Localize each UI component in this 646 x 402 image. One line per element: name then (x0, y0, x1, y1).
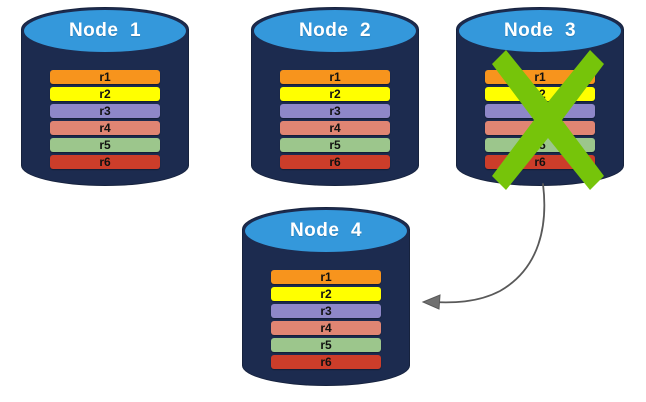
node-3-record-r1: r1 (485, 70, 595, 84)
node-1-record-r2: r2 (50, 87, 160, 101)
node-4-cylinder-top (243, 208, 409, 254)
node-2-record-r3: r3 (280, 104, 390, 118)
node-2-record-r1: r1 (280, 70, 390, 84)
node-4-record-r6: r6 (271, 355, 381, 369)
node-4-record-r2: r2 (271, 287, 381, 301)
node-1-record-r1: r1 (50, 70, 160, 84)
node-1-record-r3: r3 (50, 104, 160, 118)
node-2-record-r6: r6 (280, 155, 390, 169)
node-2-label: Node 2 (298, 20, 372, 41)
node-2-cylinder-top (252, 8, 418, 54)
node-4[interactable]: Node 4 r1 r2 r3 r4 r5 r6 (243, 208, 409, 385)
node-1-record-r4: r4 (50, 121, 160, 135)
node-4-record-r3: r3 (271, 304, 381, 318)
node-4-record-r1: r1 (271, 270, 381, 284)
node-2-records: r1 r2 r3 r4 r5 r6 (280, 70, 390, 169)
node-3-label: Node 3 (503, 20, 577, 41)
node-4-label: Node 4 (289, 220, 363, 241)
node-3-record-r3: r3 (485, 104, 595, 118)
node-4-record-r5: r5 (271, 338, 381, 352)
node-2-record-r2: r2 (280, 87, 390, 101)
node-3-record-r6: r6 (485, 155, 595, 169)
node-1-label: Node 1 (68, 20, 142, 41)
node-1-record-r5: r5 (50, 138, 160, 152)
node-2-record-r4: r4 (280, 121, 390, 135)
node-1-records: r1 r2 r3 r4 r5 r6 (50, 70, 160, 169)
node-3[interactable]: Node 3 r1 r2 r3 r4 r5 r6 (457, 8, 623, 185)
node-1[interactable]: Node 1 r1 r2 r3 r4 r5 r6 (22, 8, 188, 185)
node-3-records: r1 r2 r3 r4 r5 r6 (485, 70, 595, 169)
node-2-record-r5: r5 (280, 138, 390, 152)
node-4-record-r4: r4 (271, 321, 381, 335)
node-2[interactable]: Node 2 r1 r2 r3 r4 r5 r6 (252, 8, 418, 185)
node-4-records: r1 r2 r3 r4 r5 r6 (271, 270, 381, 369)
node-3-record-r5: r5 (485, 138, 595, 152)
node-3-record-r4: r4 (485, 121, 595, 135)
node-3-record-r2: r2 (485, 87, 595, 101)
node-1-record-r6: r6 (50, 155, 160, 169)
node-1-cylinder-top (22, 8, 188, 54)
